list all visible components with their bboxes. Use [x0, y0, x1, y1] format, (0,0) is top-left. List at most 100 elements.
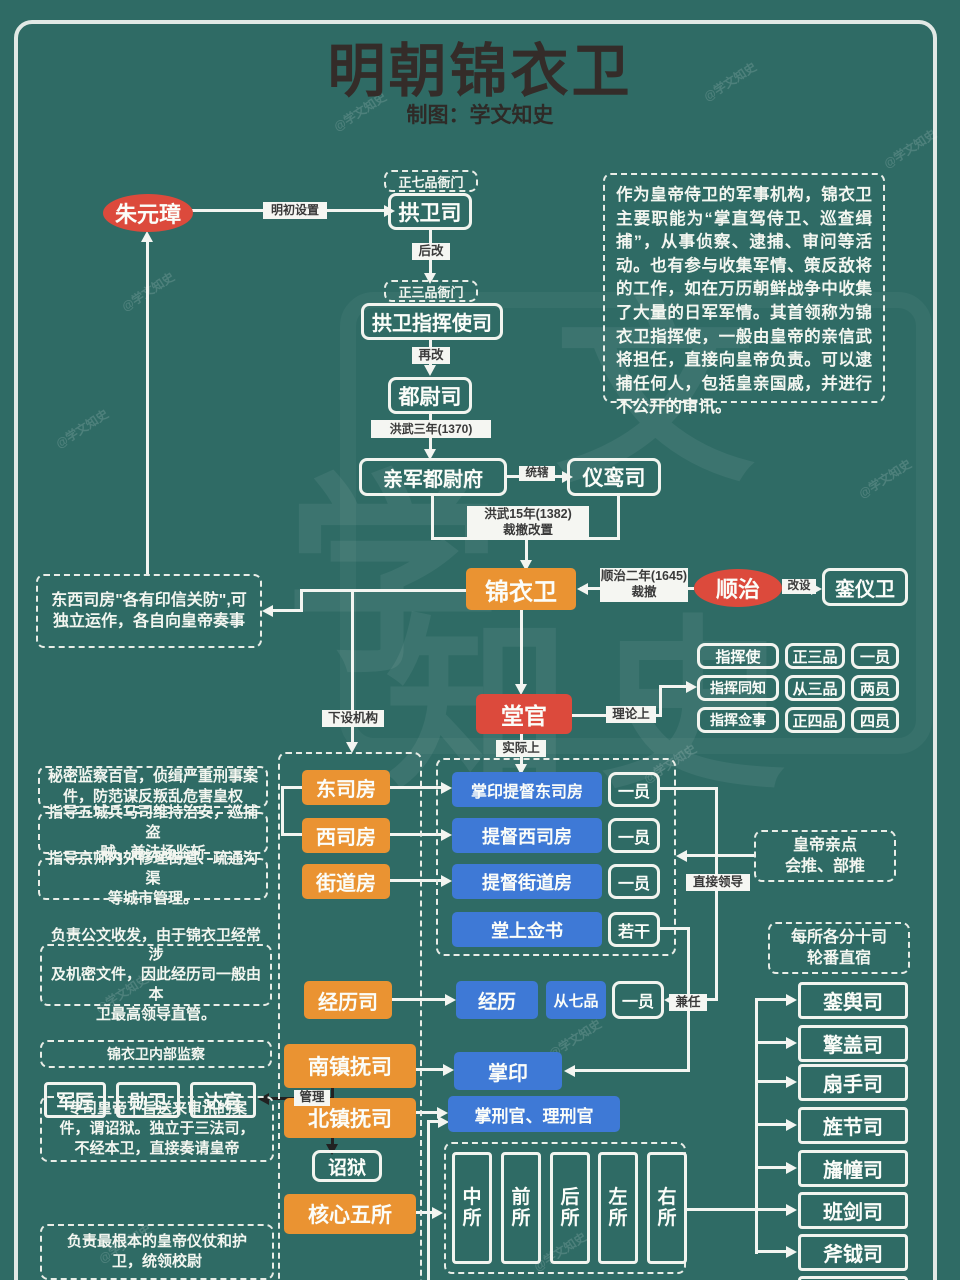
node-xisifang: 西司房 — [302, 818, 390, 853]
node-shanshousi: 扇手司 — [798, 1064, 908, 1101]
arrow-right — [786, 1076, 797, 1088]
arrow-down — [515, 764, 527, 775]
count-box: 一员 — [608, 772, 660, 807]
org-branch-container — [278, 752, 422, 1280]
rank-cell: 两员 — [851, 675, 899, 701]
arrow-right — [438, 1116, 449, 1128]
arrow-right — [432, 1207, 443, 1219]
arrow-right — [437, 1107, 448, 1119]
arrow-down — [515, 684, 527, 695]
rank-cell: 正四品 — [785, 707, 845, 733]
node-tangshang-qianshu: 堂上佥书 — [452, 912, 602, 947]
arrow-right — [686, 681, 697, 693]
arrow-down — [346, 742, 358, 753]
edge-dark — [331, 1088, 334, 1099]
node-qinggaisi: 擎盖司 — [798, 1025, 908, 1062]
node-tangguan: 堂官 — [476, 694, 572, 734]
node-yousuo: 右 所 — [647, 1152, 687, 1264]
edge — [687, 1208, 756, 1211]
edge — [659, 687, 662, 717]
rank-cell: 指挥同知 — [697, 675, 779, 701]
rank-cell: 指挥使 — [697, 643, 779, 669]
node-gongweisi: 拱卫司 — [388, 193, 472, 230]
count-box: 一员 — [608, 864, 660, 899]
edge — [431, 495, 434, 540]
arrow-right — [786, 1162, 797, 1174]
rank-tag-sanpin: 正三品衙门 — [384, 280, 478, 302]
edge — [755, 998, 788, 1001]
arrow-right — [441, 782, 452, 794]
count-box: 一员 — [608, 818, 660, 853]
edge — [281, 786, 302, 789]
arrow-right — [786, 1246, 797, 1258]
arrow-right — [786, 994, 797, 1006]
edge — [351, 589, 354, 744]
count-box: 一员 — [612, 981, 664, 1019]
note-meisuo: 每所各分十司 轮番直宿 — [768, 922, 910, 974]
rank-cell: 从三品 — [785, 675, 845, 701]
edge-label-zhijie: 直接领导 — [686, 874, 750, 891]
node-fuyuesi: 斧钺司 — [798, 1234, 908, 1271]
note-jingshi: 指导京师内外修理街道、疏通沟渠 等城市管理。 — [38, 850, 268, 907]
edge-dark — [331, 1138, 334, 1146]
arrow-right — [811, 583, 822, 595]
node-tidu-jiedaofang: 提督街道房 — [452, 864, 602, 899]
node-dongsifang: 东司房 — [302, 770, 390, 805]
edge — [755, 1080, 788, 1083]
edge — [390, 833, 444, 836]
note-zhuansi-zhaoyu: 专司皇帝下旨送来审讯的案 件，谓诏狱。独立于三法司， 不经本卫，直接奏请皇帝 — [40, 1096, 274, 1162]
arrow-right — [786, 1037, 797, 1049]
edge-label-lilun: 理论上 — [606, 706, 656, 723]
edge-label-mingchu: 明初设置 — [263, 202, 327, 219]
arrow-left — [577, 583, 588, 595]
edge — [390, 786, 444, 789]
edge — [755, 1123, 788, 1126]
edge-label-guanli: 管理 — [294, 1090, 330, 1106]
arrow-right — [786, 1119, 797, 1131]
arrow-right — [443, 1064, 454, 1076]
arrow-left-dark — [258, 1093, 269, 1105]
edge — [715, 787, 718, 1000]
count-box: 若干 — [608, 912, 660, 947]
node-duweisi: 都尉司 — [388, 377, 472, 414]
node-housuo: 后 所 — [550, 1152, 590, 1264]
edge — [281, 833, 302, 836]
note-yizhang: 负责最根本的皇帝仪仗和护 卫，统领校尉 — [40, 1224, 274, 1280]
edge-label-xiashe: 下设机构 — [322, 710, 384, 727]
edge — [660, 787, 718, 790]
node-zhangxingguan: 掌刑官、理刑官 — [448, 1096, 620, 1132]
edge — [146, 237, 149, 574]
arrow-right — [786, 1204, 797, 1216]
edge — [427, 1120, 441, 1123]
poster-frame — [14, 20, 937, 1280]
edge — [755, 999, 758, 1254]
edge — [300, 589, 466, 592]
rank-cell: 正三品 — [785, 643, 845, 669]
edge — [617, 495, 620, 540]
edge — [686, 854, 754, 857]
arrow-down — [424, 449, 436, 460]
edge — [574, 1069, 690, 1072]
note-wucheng: 指导五城兵马司维持治安，巡捕盗 贼，兼法场监斩 — [38, 804, 268, 861]
edge — [272, 609, 303, 612]
rank-tag-congqipin: 从七品 — [546, 981, 606, 1019]
arrow-left — [676, 850, 687, 862]
edge-label-hougai: 后改 — [412, 243, 450, 260]
edge-label-tongxia: 统辖 — [519, 466, 555, 481]
edge-label-zaigai: 再改 — [412, 347, 450, 364]
rank-tag-qipin: 正七品衙门 — [384, 170, 478, 192]
edge-label-shiji: 实际上 — [496, 740, 546, 757]
note-mimi-jiancha: 秘密监察百官，侦缉严重刑事案 件，防范谋反叛乱危害皇权 — [38, 766, 268, 808]
node-jiedaofang: 街道房 — [302, 864, 390, 899]
node-hexinwusuo: 核心五所 — [284, 1194, 416, 1234]
node-banjiansi: 班剑司 — [798, 1192, 908, 1229]
node-jinglisi: 经历司 — [304, 981, 392, 1019]
node-qinjun-duweifu: 亲军都尉府 — [359, 458, 507, 496]
edge-label-hongwu3: 洪武三年(1370) — [371, 420, 491, 438]
edge — [416, 1111, 440, 1114]
page-title: 明朝锦衣卫 — [327, 39, 633, 104]
edge-label-gaishe: 改设 — [782, 579, 816, 594]
arrow-down-dark — [326, 1144, 338, 1155]
arrow-left — [262, 605, 273, 617]
